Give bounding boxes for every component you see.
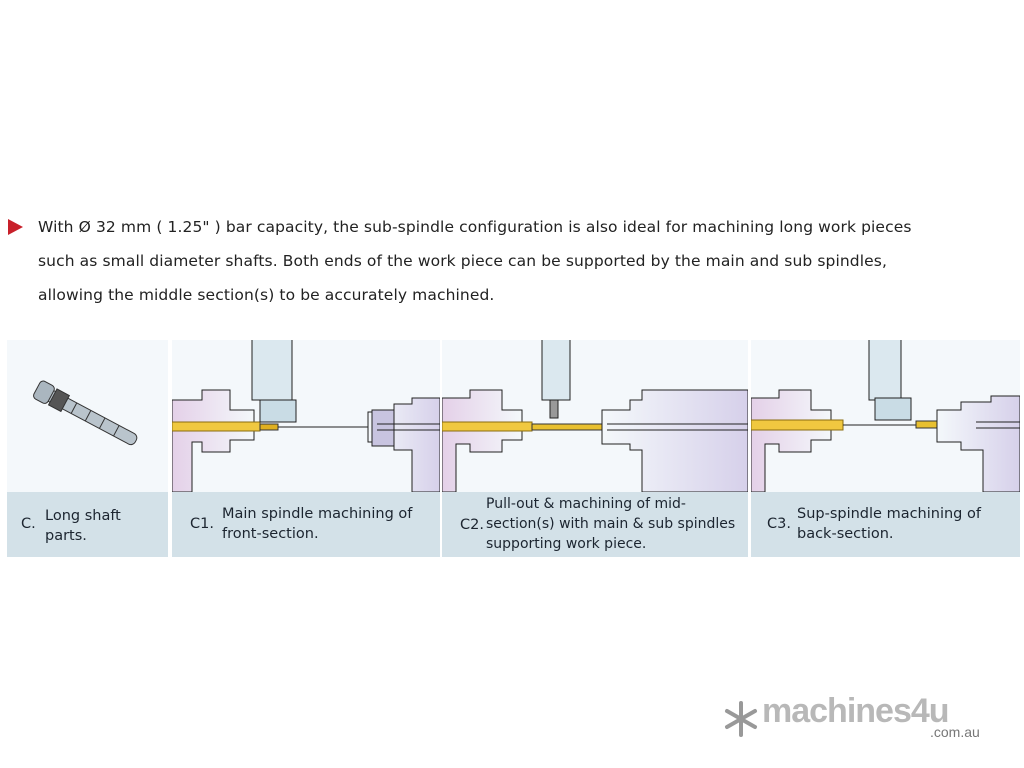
caption-text: Sup-spindle machining of back-section.	[797, 506, 981, 542]
c2-diagram	[442, 340, 748, 492]
panel-c3: C3. Sup-spindle machining of back-sectio…	[751, 340, 1020, 557]
panel-long-shaft: C. Long shaft parts.	[7, 340, 168, 557]
long-shaft-image	[7, 340, 168, 492]
panel-c2: C2. Pull-out & machining of mid-section(…	[442, 340, 748, 557]
caption-text: Long shaft parts.	[45, 508, 121, 544]
caption: C3. Sup-spindle machining of back-sectio…	[751, 492, 1020, 557]
caption: C2. Pull-out & machining of mid-section(…	[442, 492, 748, 557]
c3-diagram	[751, 340, 1020, 492]
logo-wordmark: machines4u	[762, 692, 950, 730]
step-number: C.	[21, 516, 36, 532]
caption-text: Main spindle machining of front-section.	[222, 506, 413, 542]
logo-domain: .com.au	[930, 724, 980, 740]
step-number: C1.	[190, 516, 214, 532]
bullet-arrow-icon	[8, 219, 23, 235]
panel-c1: C1. Main spindle machining of front-sect…	[172, 340, 440, 557]
caption: C. Long shaft parts.	[7, 492, 168, 557]
step-number: C2.	[460, 517, 484, 533]
c1-diagram	[172, 340, 440, 492]
caption-text: Pull-out & machining of mid-section(s) w…	[486, 496, 736, 552]
intro-paragraph: With Ø 32 mm ( 1.25" ) bar capacity, the…	[38, 218, 912, 304]
snowflake-logo-icon	[725, 701, 757, 737]
step-number: C3.	[767, 516, 791, 532]
caption: C1. Main spindle machining of front-sect…	[172, 492, 440, 557]
